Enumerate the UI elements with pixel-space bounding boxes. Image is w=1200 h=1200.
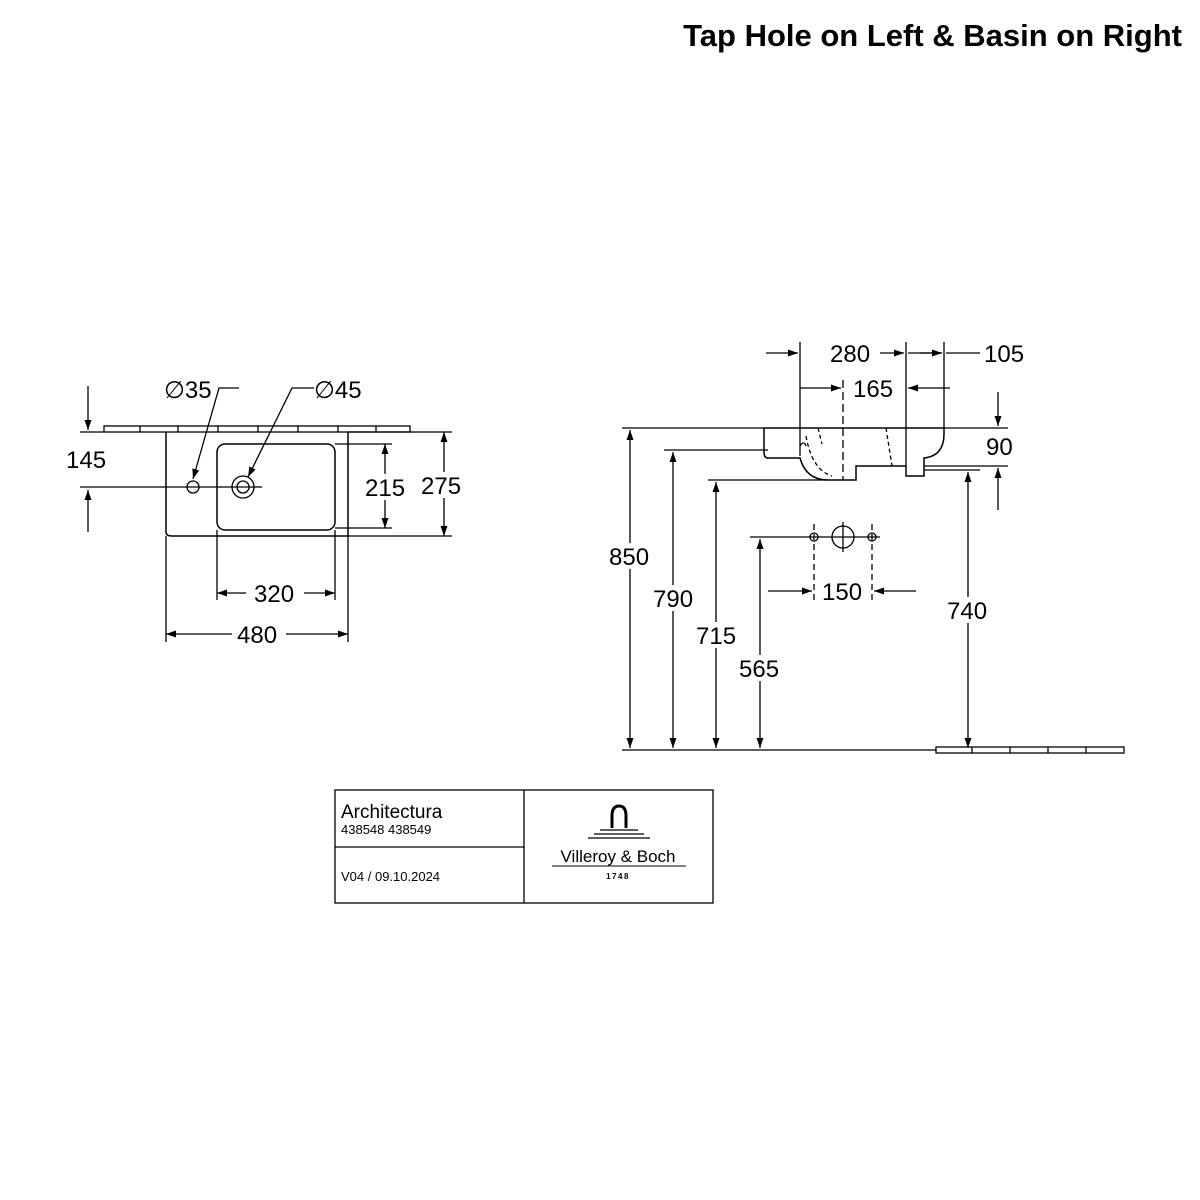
basin-outline bbox=[165, 432, 349, 537]
dim-height-790: 790 bbox=[653, 586, 693, 613]
dim-basin-width: 320 bbox=[254, 581, 294, 608]
wall-line bbox=[103, 425, 411, 433]
dim-rim-thickness: 90 bbox=[986, 434, 1013, 461]
dim-rim-height: 850 bbox=[609, 544, 649, 571]
brand-year: 1748 bbox=[606, 872, 630, 881]
brand-name: Villeroy & Boch bbox=[561, 847, 676, 866]
dim-width-105: 105 bbox=[984, 341, 1024, 368]
dim-waste-hole-diameter: ∅45 bbox=[314, 377, 362, 404]
dim-total-depth: 275 bbox=[421, 473, 461, 500]
brand-logo: Villeroy & Boch 1748 bbox=[552, 804, 686, 881]
dim-waste-height: 565 bbox=[739, 656, 779, 683]
dim-basin-depth: 215 bbox=[365, 475, 405, 502]
dim-depth-to-tap-hole: 145 bbox=[66, 447, 106, 474]
page-title: Tap Hole on Left & Basin on Right bbox=[683, 18, 1182, 53]
side-view bbox=[622, 342, 1125, 754]
dim-total-width: 480 bbox=[237, 622, 277, 649]
article-numbers: 438548 438549 bbox=[341, 822, 431, 837]
title-block: Architectura 438548 438549 V04 / 09.10.2… bbox=[334, 789, 714, 904]
plan-view bbox=[80, 386, 452, 642]
dim-fixing-spacing: 150 bbox=[822, 579, 862, 606]
dim-width-165: 165 bbox=[853, 376, 893, 403]
product-name: Architectura bbox=[341, 802, 443, 823]
version-date: V04 / 09.10.2024 bbox=[341, 869, 440, 884]
floor-line bbox=[935, 746, 1125, 754]
dim-height-740: 740 bbox=[947, 598, 987, 625]
basin-profile bbox=[763, 427, 945, 481]
dim-width-280: 280 bbox=[830, 341, 870, 368]
dim-height-715: 715 bbox=[696, 623, 736, 650]
dim-tap-hole-diameter: ∅35 bbox=[164, 377, 212, 404]
